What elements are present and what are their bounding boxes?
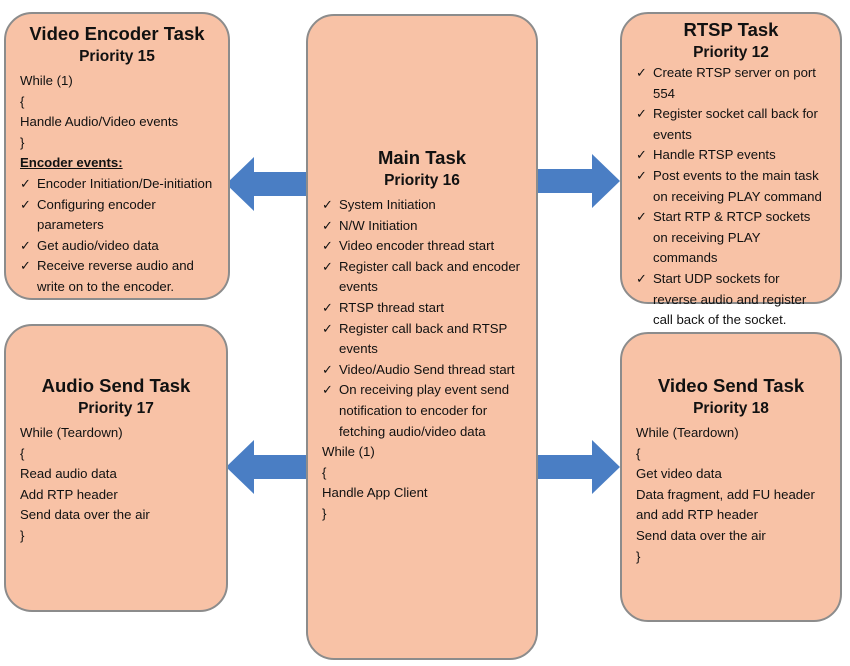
code-line: {	[20, 445, 25, 461]
rtsp-task-title: RTSP Task	[683, 19, 779, 40]
list-item: ✓Handle RTSP events	[636, 145, 826, 166]
list-item: ✓Register call back and encoder events	[322, 258, 521, 295]
check-icon: ✓	[322, 320, 334, 336]
check-icon: ✓	[20, 258, 32, 274]
code-line: }	[20, 134, 25, 150]
check-icon: ✓	[636, 270, 648, 286]
check-icon: ✓	[636, 209, 648, 225]
arrow-to-video-encoder-icon	[226, 157, 308, 211]
code-line: Send data over the air	[636, 527, 766, 543]
rtsp-task-priority: Priority 12	[693, 44, 769, 61]
check-icon: ✓	[20, 196, 32, 212]
video-send-title: Video Send Task	[657, 375, 805, 396]
main-task-box: Main Task Priority 16 ✓System Initiation…	[306, 14, 538, 660]
check-icon: ✓	[636, 167, 648, 183]
code-line: Send data over the air	[20, 507, 150, 523]
list-item: ✓On receiving play event send notificati…	[322, 382, 510, 439]
main-task-priority: Priority 16	[384, 172, 460, 189]
check-icon: ✓	[636, 65, 648, 80]
code-line: Data fragment, add FU header and add RTP…	[636, 486, 815, 523]
arrow-to-rtsp-icon	[538, 154, 620, 208]
list-item: ✓Register call back and RTSP events	[322, 320, 508, 357]
code-line: Handle App Client	[322, 485, 428, 501]
list-item: ✓Video/Audio Send thread start	[322, 360, 522, 381]
check-icon: ✓	[20, 237, 32, 253]
list-item: ✓Register socket call back for events	[636, 106, 818, 142]
video-encoder-title: Video Encoder Task	[29, 23, 205, 44]
rtsp-task-box: RTSP Task Priority 12 ✓Create RTSP serve…	[620, 12, 842, 327]
arrow-to-video-send-icon	[538, 440, 620, 494]
list-item: ✓Start RTP & RTCP sockets on receiving P…	[636, 209, 811, 266]
encoder-events-list: ✓Encoder Initiation/De-initiation ✓Confi…	[20, 174, 214, 298]
code-line: Read audio data	[20, 466, 117, 482]
encoder-events-heading: Encoder events:	[20, 155, 123, 171]
code-line: Handle Audio/Video events	[20, 114, 179, 130]
video-send-priority: Priority 18	[693, 400, 769, 417]
code-line: }	[322, 505, 327, 521]
main-task-list: ✓System Initiation ✓N/W Initiation ✓Vide…	[322, 195, 522, 442]
rtsp-task-list: ✓Create RTSP server on port 554 ✓Registe…	[636, 63, 826, 331]
code-line: Get video data	[636, 466, 722, 482]
list-item: ✓N/W Initiation	[322, 216, 522, 237]
code-line: While (1)	[322, 444, 375, 460]
list-item: ✓Configuring encoder parameters	[20, 196, 156, 233]
check-icon: ✓	[20, 175, 32, 191]
check-icon: ✓	[322, 361, 334, 377]
code-line: {	[20, 93, 25, 109]
code-line: Add RTP header	[20, 486, 118, 502]
check-icon: ✓	[322, 197, 334, 212]
video-send-task-box: Video Send Task Priority 18 While (Teard…	[620, 332, 842, 622]
list-item: ✓Video encoder thread start	[322, 236, 522, 257]
code-line: {	[636, 445, 641, 461]
check-icon: ✓	[636, 106, 648, 122]
check-icon: ✓	[636, 147, 648, 163]
list-item: ✓Post events to the main task on receivi…	[636, 167, 822, 204]
list-item: ✓Receive reverse audio and write on to t…	[20, 258, 194, 294]
code-line: }	[20, 527, 25, 543]
video-encoder-task-box: Video Encoder Task Priority 15 While (1)…	[4, 12, 230, 300]
list-item: ✓Encoder Initiation/De-initiation	[20, 174, 214, 195]
list-item: ✓Get audio/video data	[20, 236, 214, 257]
arrow-to-audio-send-icon	[226, 440, 308, 494]
video-encoder-priority: Priority 15	[79, 48, 155, 65]
audio-send-task-box: Audio Send Task Priority 17 While (Teard…	[4, 324, 228, 612]
audio-send-priority: Priority 17	[78, 400, 154, 417]
list-item: ✓Start UDP sockets for reverse audio and…	[636, 270, 807, 328]
audio-send-title: Audio Send Task	[41, 375, 191, 396]
list-item: ✓System Initiation	[322, 195, 522, 216]
code-line: While (Teardown)	[20, 425, 123, 440]
check-icon: ✓	[322, 299, 334, 315]
list-item: ✓Create RTSP server on port 554	[636, 65, 816, 101]
list-item: ✓RTSP thread start	[322, 298, 522, 319]
code-line: While (1)	[20, 73, 73, 88]
check-icon: ✓	[322, 382, 334, 398]
code-line: }	[636, 548, 641, 564]
check-icon: ✓	[322, 217, 334, 233]
check-icon: ✓	[322, 238, 334, 254]
code-line: {	[322, 464, 327, 480]
main-task-title: Main Task	[377, 147, 467, 168]
code-line: While (Teardown)	[636, 425, 739, 440]
check-icon: ✓	[322, 258, 334, 274]
